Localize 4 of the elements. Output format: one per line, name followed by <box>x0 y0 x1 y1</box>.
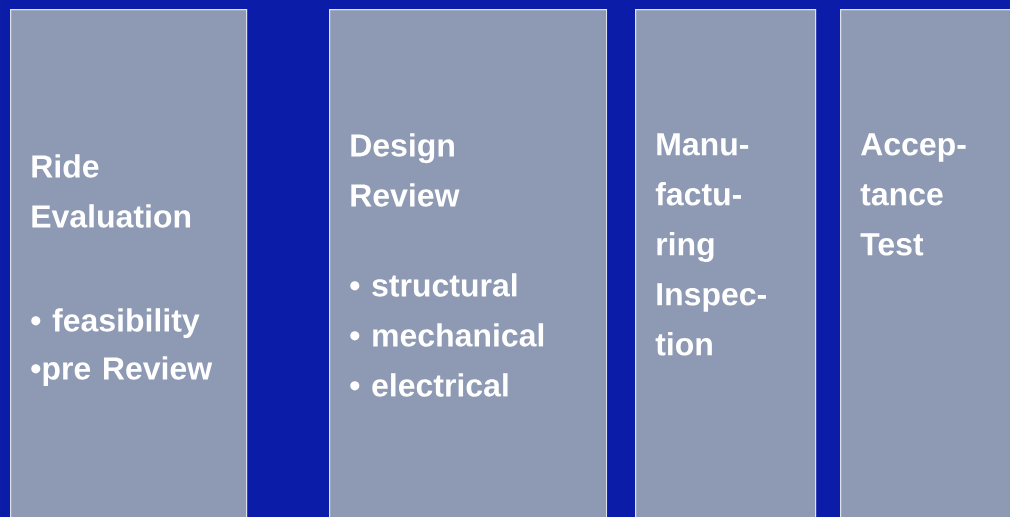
column-box: Manu- factu- ring Inspec- tion <box>635 9 817 517</box>
column-box: Design Review • structural • mechanical • electrical <box>329 9 608 517</box>
column-box: Accep- tance Test <box>840 9 1010 517</box>
column-box: Ride Evaluation • feasibility •pre Review <box>10 9 248 517</box>
